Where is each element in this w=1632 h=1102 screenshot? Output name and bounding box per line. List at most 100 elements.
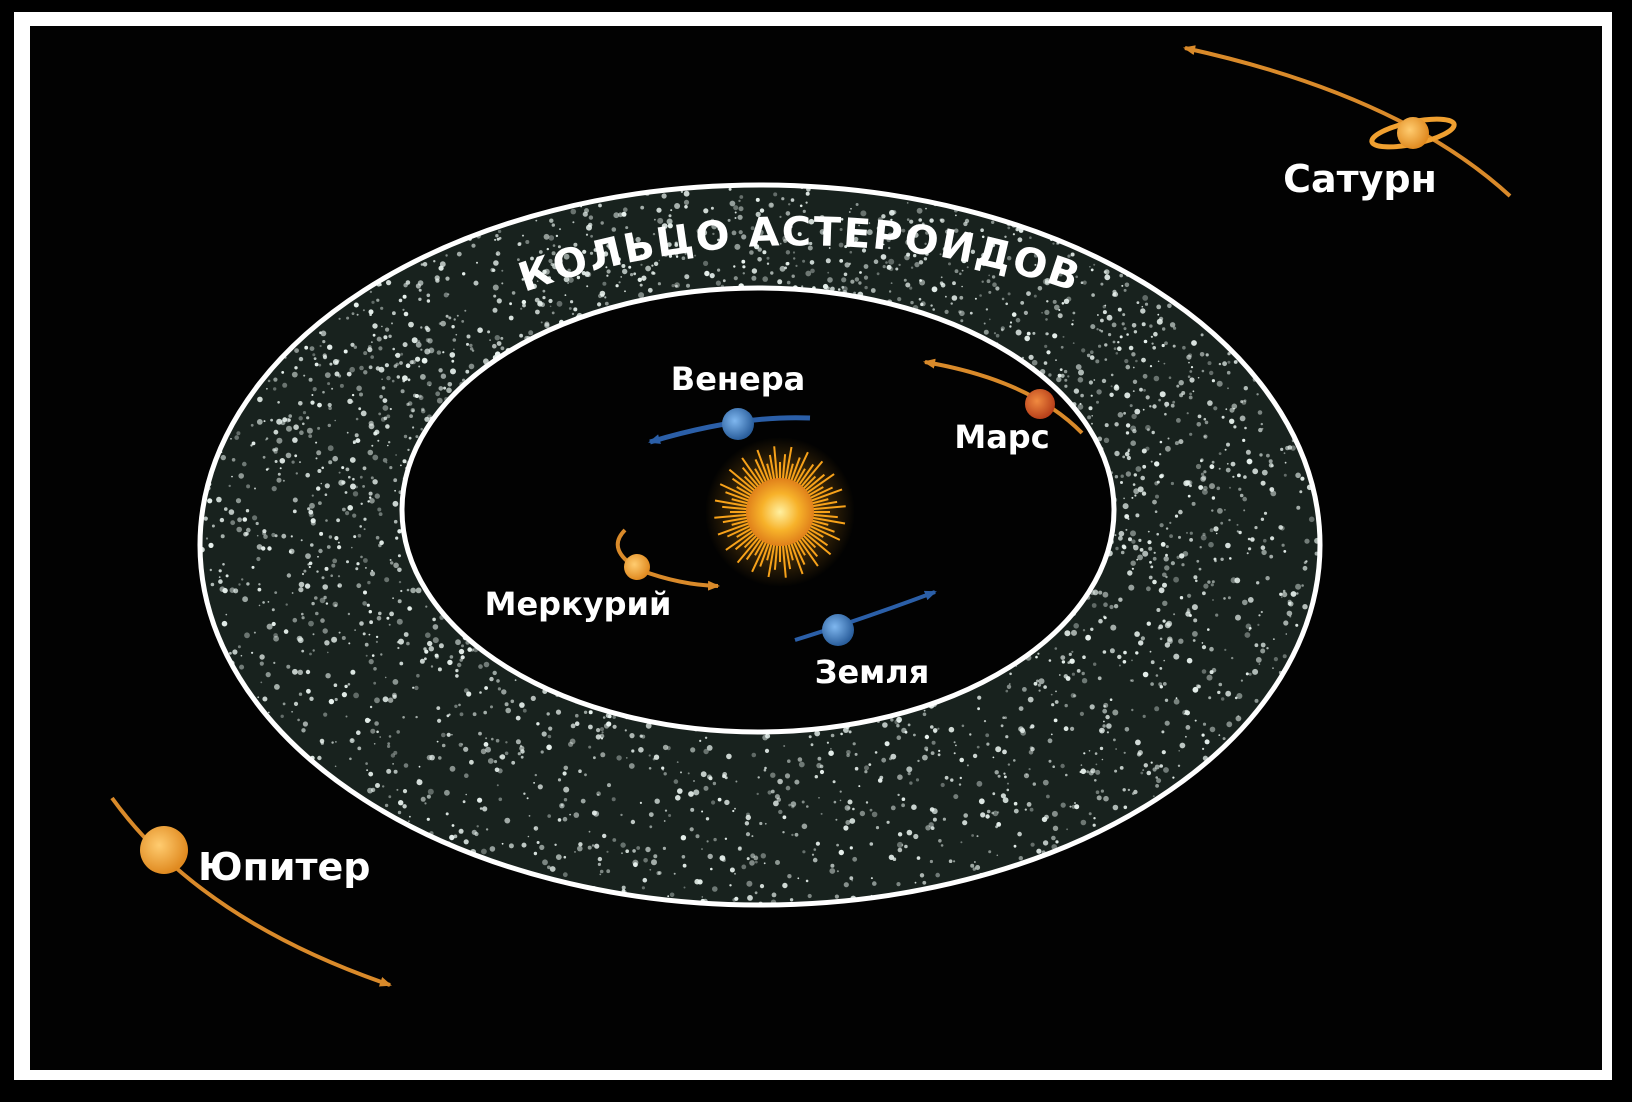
asteroid-speck [1189, 370, 1193, 373]
asteroid-speck [271, 486, 277, 492]
asteroid-speck [349, 738, 355, 744]
asteroid-speck [846, 750, 851, 755]
asteroid-speck [400, 352, 404, 356]
asteroid-speck [1174, 441, 1179, 446]
asteroid-speck [536, 722, 540, 726]
asteroid-speck [1260, 480, 1266, 486]
asteroid-speck [1295, 583, 1302, 590]
asteroid-speck [597, 856, 603, 862]
asteroid-speck [1260, 648, 1266, 654]
asteroid-speck [398, 580, 402, 584]
asteroid-speck [455, 674, 459, 678]
asteroid-speck [256, 544, 263, 550]
asteroid-speck [221, 620, 228, 627]
asteroid-speck [1007, 226, 1011, 230]
asteroid-speck [1211, 460, 1215, 464]
asteroid-speck [704, 270, 710, 277]
asteroid-speck [935, 872, 940, 878]
asteroid-speck [923, 257, 928, 261]
asteroid-speck [559, 803, 565, 809]
asteroid-speck [779, 265, 786, 272]
saturn-planet [1397, 117, 1429, 149]
asteroid-speck [1073, 694, 1077, 698]
asteroid-speck [482, 806, 488, 812]
asteroid-speck [359, 475, 363, 479]
asteroid-speck [798, 761, 805, 768]
asteroid-speck [497, 229, 502, 234]
asteroid-speck [816, 762, 822, 769]
asteroid-speck [864, 770, 868, 774]
asteroid-speck [645, 846, 651, 853]
asteroid-speck [1164, 412, 1167, 416]
asteroid-speck [597, 793, 599, 796]
asteroid-speck [1196, 422, 1202, 427]
asteroid-speck [279, 458, 286, 464]
asteroid-speck [546, 744, 552, 751]
asteroid-speck [839, 790, 842, 793]
asteroid-speck [559, 228, 561, 231]
asteroid-speck [1108, 333, 1112, 337]
asteroid-speck [983, 322, 986, 325]
asteroid-speck [318, 501, 322, 505]
asteroid-speck [843, 882, 849, 888]
asteroid-speck [286, 573, 292, 578]
sun-ray [751, 540, 768, 573]
asteroid-speck [575, 713, 579, 718]
asteroid-speck [1109, 392, 1114, 397]
asteroid-speck [986, 279, 991, 284]
asteroid-speck [1053, 718, 1058, 723]
asteroid-speck [570, 723, 576, 729]
asteroid-speck [717, 238, 720, 242]
sun-ray [736, 535, 761, 564]
asteroid-speck [382, 405, 389, 411]
asteroid-speck [402, 379, 406, 383]
asteroid-speck [521, 842, 527, 848]
asteroid-speck [1207, 361, 1212, 366]
asteroid-speck [995, 746, 1002, 753]
asteroid-speck [699, 739, 702, 743]
asteroid-speck [451, 325, 455, 329]
asteroid-speck [882, 243, 885, 246]
asteroid-speck [517, 752, 521, 756]
asteroid-speck [954, 269, 959, 274]
asteroid-speck [347, 505, 354, 511]
sun-ray [743, 533, 759, 549]
sun-ray [808, 524, 841, 541]
asteroid-speck [1037, 652, 1040, 655]
asteroid-speck [495, 738, 500, 743]
asteroid-speck [799, 204, 803, 208]
asteroid-speck [1092, 823, 1096, 827]
asteroid-speck [530, 695, 536, 702]
asteroid-speck [888, 290, 892, 293]
asteroid-speck [1280, 596, 1283, 598]
asteroid-speck [985, 733, 990, 738]
asteroid-speck [1197, 376, 1200, 379]
asteroid-speck [1100, 318, 1104, 323]
asteroid-speck [1193, 618, 1198, 623]
asteroid-speck [991, 811, 994, 815]
asteroid-speck [229, 651, 232, 655]
asteroid-speck [788, 203, 791, 206]
asteroid-speck [322, 628, 328, 634]
asteroid-speck [792, 251, 796, 254]
asteroid-speck [1104, 358, 1108, 361]
asteroid-speck [1172, 400, 1176, 404]
asteroid-speck [1090, 627, 1094, 631]
asteroid-speck [1048, 373, 1052, 377]
asteroid-speck [1060, 802, 1066, 808]
asteroid-speck [1055, 690, 1057, 693]
asteroid-speck [331, 387, 334, 390]
asteroid-speck [1093, 263, 1096, 266]
sun-ray [805, 473, 835, 495]
asteroid-speck [521, 299, 527, 305]
asteroid-speck [701, 848, 703, 850]
asteroid-speck [684, 252, 687, 255]
asteroid-speck [403, 434, 408, 439]
asteroid-speck [1202, 485, 1208, 491]
asteroid-speck [351, 312, 355, 315]
asteroid-speck [890, 211, 893, 213]
asteroid-speck [1215, 532, 1218, 535]
asteroid-speck [1119, 335, 1123, 339]
asteroid-speck [925, 231, 929, 235]
mars-orbit-arrow [923, 358, 1084, 435]
